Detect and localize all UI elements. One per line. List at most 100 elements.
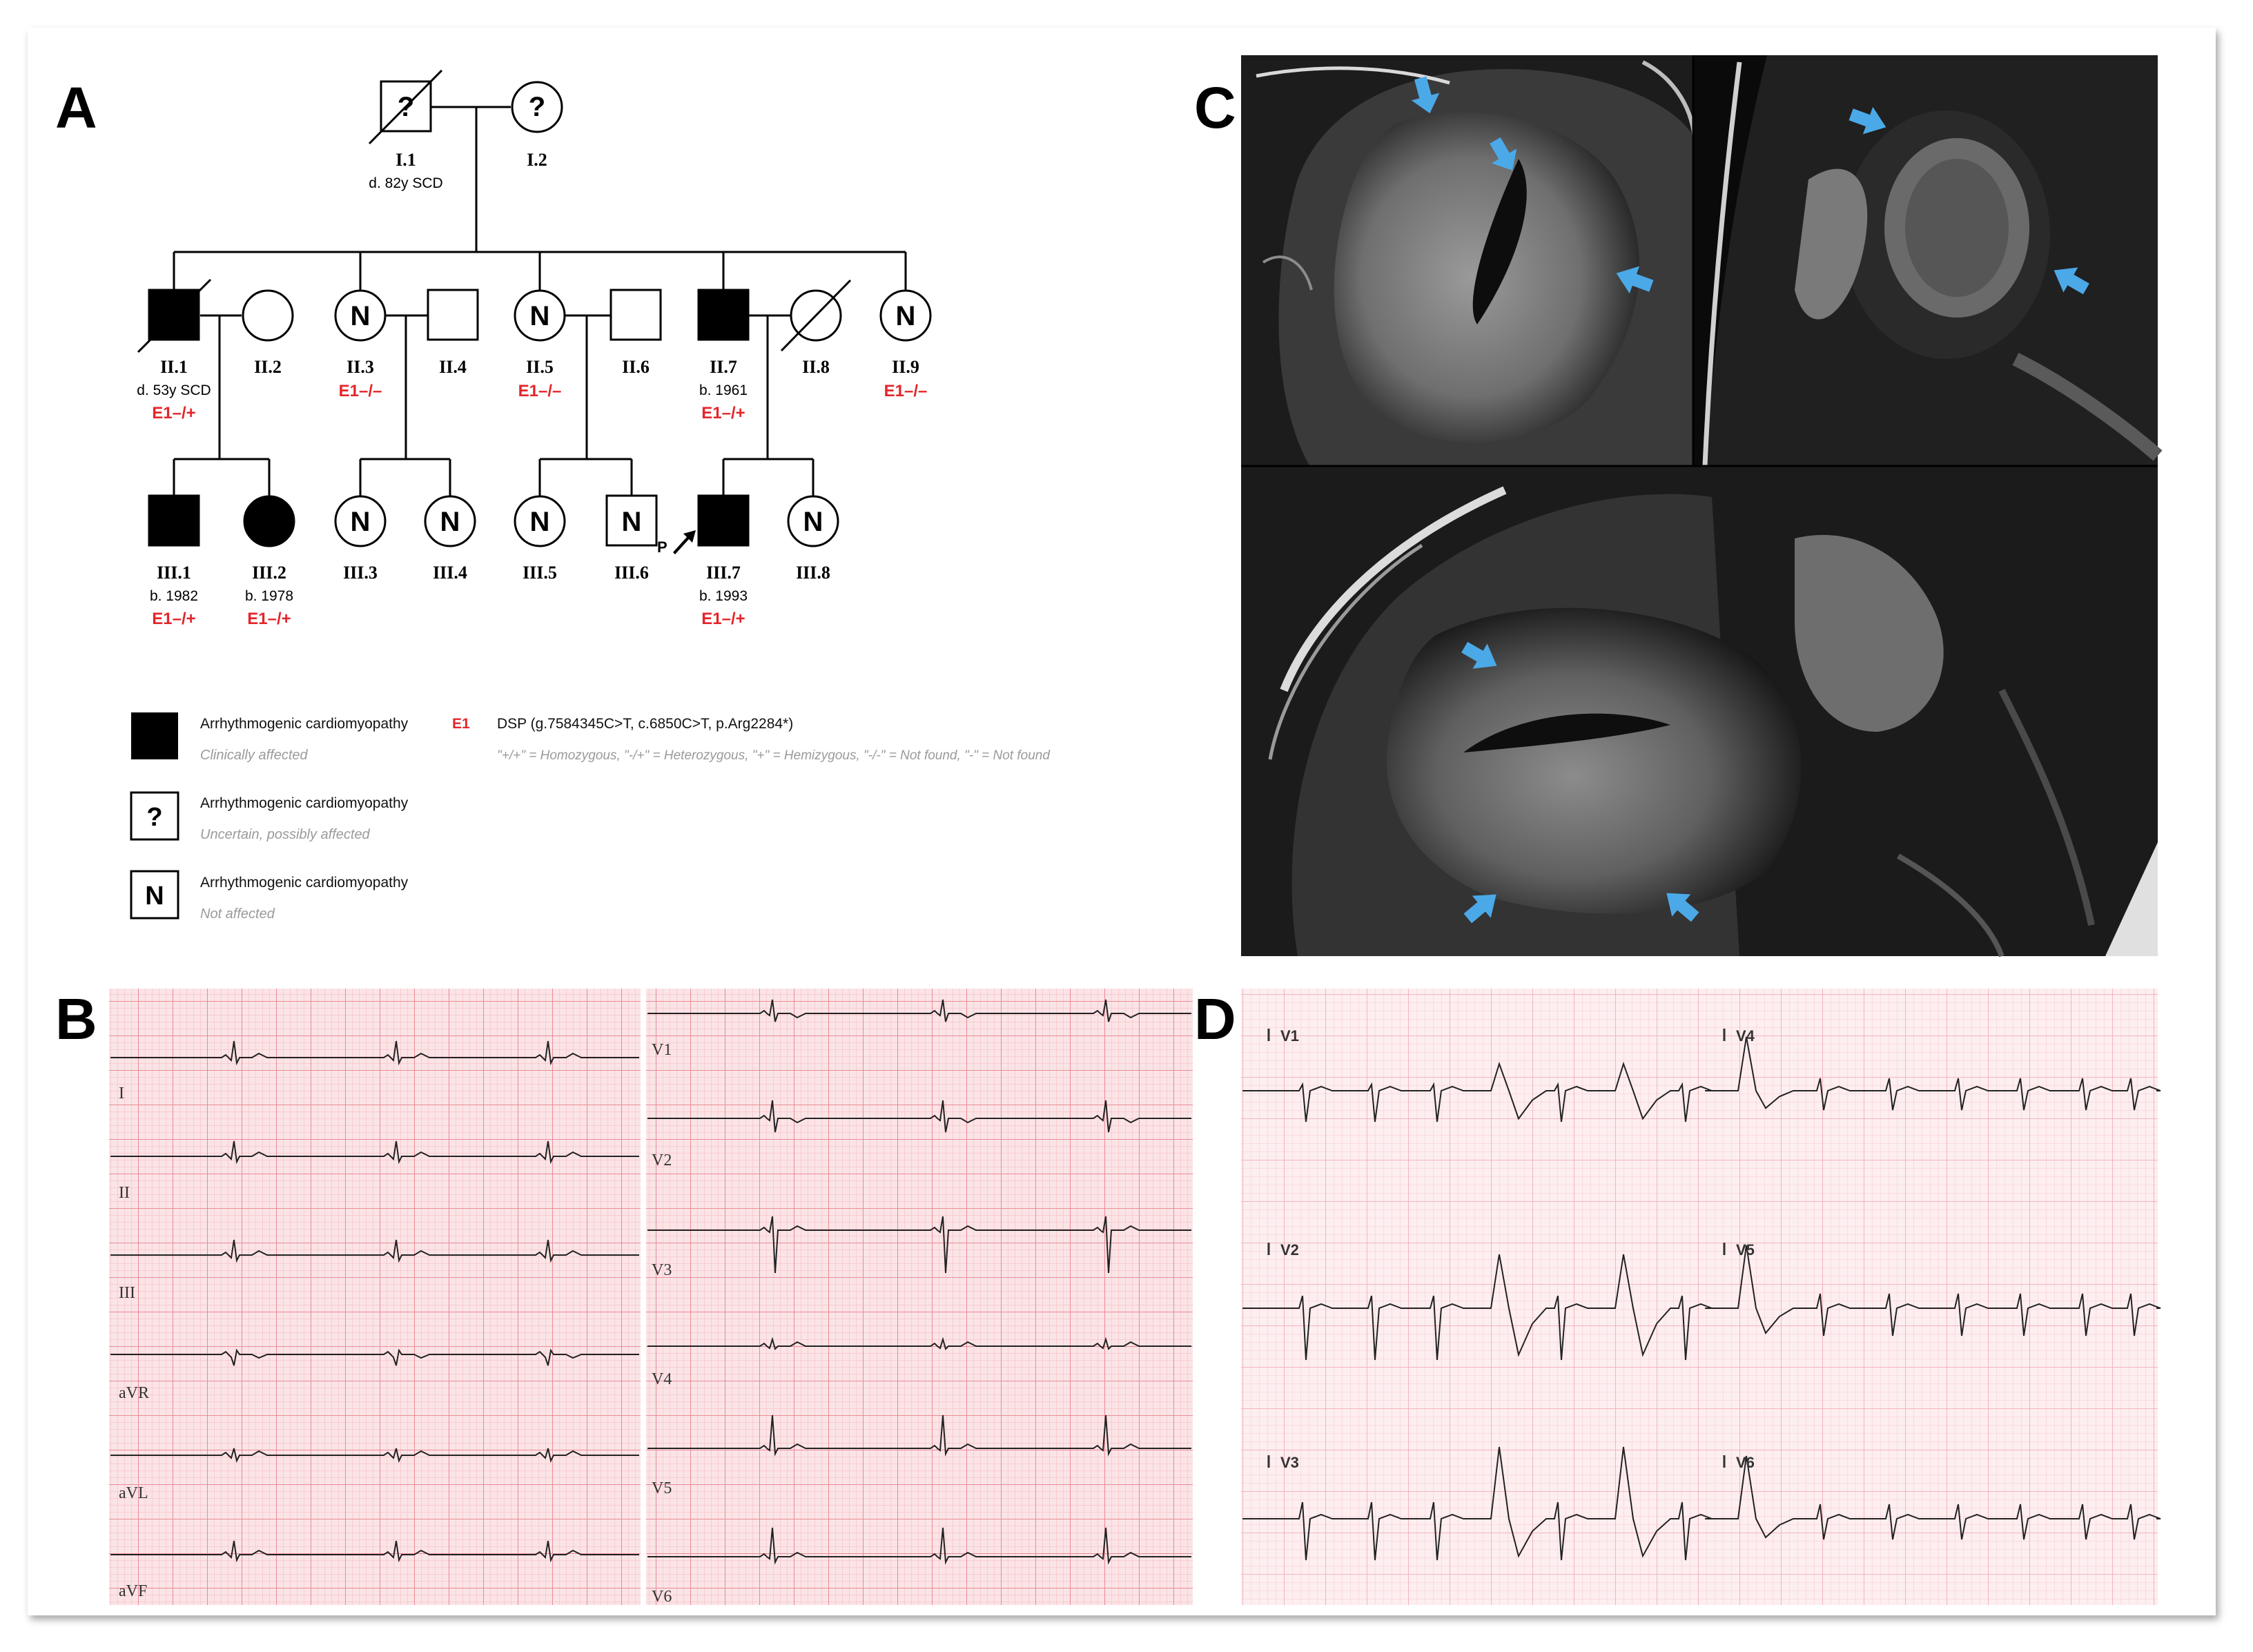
individual-note: b. 1982 xyxy=(150,588,198,604)
blue-arrow-icon xyxy=(2054,267,2089,295)
legend-status: Not affected xyxy=(200,906,275,922)
ecg-trace xyxy=(647,999,1191,1022)
individual-note: d. 53y SCD xyxy=(137,382,211,398)
blue-arrow-icon xyxy=(1461,641,1497,669)
individual-III-7-symbol xyxy=(697,494,750,547)
individual-II-7-symbol xyxy=(697,289,750,341)
lead-label: aVL xyxy=(119,1484,148,1502)
lead-label: V6 xyxy=(652,1588,672,1606)
lead-label: V4 xyxy=(652,1370,672,1388)
individual-II-9-symbol: N xyxy=(879,289,932,342)
genotype: E1–/– xyxy=(518,382,562,400)
genotype: E1–/+ xyxy=(152,610,195,628)
cmr-arrows xyxy=(1411,76,2089,924)
individual-id: II.5 xyxy=(526,357,554,377)
ecg-trace xyxy=(110,1348,639,1366)
pedigree-chart xyxy=(173,106,907,496)
individual-III-4-symbol: N xyxy=(424,495,476,547)
lead-label: V4 xyxy=(1736,1027,1755,1044)
ecg-trace xyxy=(1242,1061,1713,1123)
ecg-trace xyxy=(110,1040,639,1066)
ecg-d-lead-labels: V1 V2 V3 V4 V5 V6 xyxy=(1267,1027,1755,1471)
lead-label: V1 xyxy=(652,1041,672,1059)
pedigree-legend: Arrhythmogenic cardiomyopathy Clinically… xyxy=(130,712,1051,922)
blue-arrow-icon xyxy=(1411,76,1440,114)
n-mark: N xyxy=(530,301,550,331)
cmr-short-axis-image xyxy=(1693,55,2163,467)
panel-label-c: C xyxy=(1194,75,1236,140)
ecg-trace xyxy=(647,1216,1191,1274)
lead-label: V3 xyxy=(652,1261,672,1279)
lead-label: III xyxy=(119,1284,135,1302)
individual-III-5-symbol: N xyxy=(514,495,566,547)
cmr-images xyxy=(1241,55,2163,958)
lead-label: V3 xyxy=(1280,1454,1299,1471)
individual-id: II.2 xyxy=(254,357,282,377)
n-mark: N xyxy=(530,507,550,537)
blue-arrow-icon xyxy=(1616,266,1654,294)
individual-III-6-symbol: N xyxy=(605,494,658,547)
cmr-four-chamber-image xyxy=(1241,55,1697,469)
individual-id: I.1 xyxy=(396,150,416,170)
ecg-trace xyxy=(1708,1245,2161,1337)
lead-label: V6 xyxy=(1736,1454,1755,1471)
individual-id: III.8 xyxy=(796,563,830,583)
lead-label: aVF xyxy=(119,1582,147,1600)
ecg-trace xyxy=(647,1415,1191,1457)
ecg-trace xyxy=(647,1100,1191,1133)
individual-id: I.2 xyxy=(527,150,547,170)
legend-title: Arrhythmogenic cardiomyopathy xyxy=(200,716,409,732)
legend-status: Clinically affected xyxy=(200,748,309,763)
n-mark: N xyxy=(803,507,823,537)
blue-arrow-icon xyxy=(1490,137,1517,171)
ecg-trace xyxy=(647,1527,1191,1565)
ecg-b-panel xyxy=(109,989,1193,1605)
legend-not-affected-icon xyxy=(130,870,179,920)
individual-id: II.4 xyxy=(439,357,467,377)
legend-title: Arrhythmogenic cardiomyopathy xyxy=(200,875,409,891)
lead-label: V5 xyxy=(1736,1241,1755,1259)
individual-id: II.1 xyxy=(160,357,188,377)
individual-id: III.3 xyxy=(343,563,378,583)
individual-id: II.8 xyxy=(802,357,830,377)
individual-id: III.6 xyxy=(614,563,649,583)
n-mark: N xyxy=(896,301,916,331)
ecg-trace xyxy=(110,1239,639,1263)
variant-description: DSP (g.7584345C>T, c.6850C>T, p.Arg2284*… xyxy=(497,716,793,732)
individual-note: d. 82y SCD xyxy=(369,175,442,191)
panel-label-a: A xyxy=(55,75,97,140)
lead-label: II xyxy=(119,1184,130,1202)
question-mark: ? xyxy=(146,803,162,832)
individual-II-8-symbol xyxy=(780,279,852,352)
proband-label: P xyxy=(657,538,667,556)
ecg-trace xyxy=(110,1540,639,1563)
individual-id: II.9 xyxy=(892,357,919,377)
n-mark: N xyxy=(622,507,642,537)
individual-note: b. 1978 xyxy=(245,588,293,604)
genotype: E1–/+ xyxy=(152,404,195,422)
individual-II-1-symbol xyxy=(137,278,212,353)
n-mark: N xyxy=(351,507,371,537)
individual-id: III.1 xyxy=(157,563,191,583)
legend-status: Uncertain, possibly affected xyxy=(200,827,371,842)
genotype: E1–/– xyxy=(884,382,928,400)
blue-arrow-icon xyxy=(1666,893,1699,922)
cmr-long-axis-image xyxy=(1241,466,2158,958)
panel-label-b: B xyxy=(55,987,97,1051)
individual-note: b. 1961 xyxy=(699,382,748,398)
individual-note: b. 1993 xyxy=(699,588,748,604)
individual-id: III.4 xyxy=(433,563,467,583)
n-mark: N xyxy=(145,882,164,911)
n-mark: N xyxy=(351,301,371,331)
pedigree-labels: I.1 d. 82y SCD I.2 II.1 d. 53y SCD E1–/+… xyxy=(137,150,927,628)
blue-arrow-icon xyxy=(1849,106,1886,135)
pedigree-symbols: ? ? N N xyxy=(137,69,932,556)
genotype: E1–/+ xyxy=(701,610,745,628)
genotype: E1–/+ xyxy=(247,610,291,628)
individual-id: III.7 xyxy=(706,563,741,583)
legend-title: Arrhythmogenic cardiomyopathy xyxy=(200,795,409,811)
ecg-trace xyxy=(647,1337,1191,1350)
ecg-d-panel xyxy=(1241,989,2161,1605)
individual-II-4-symbol xyxy=(427,289,479,341)
